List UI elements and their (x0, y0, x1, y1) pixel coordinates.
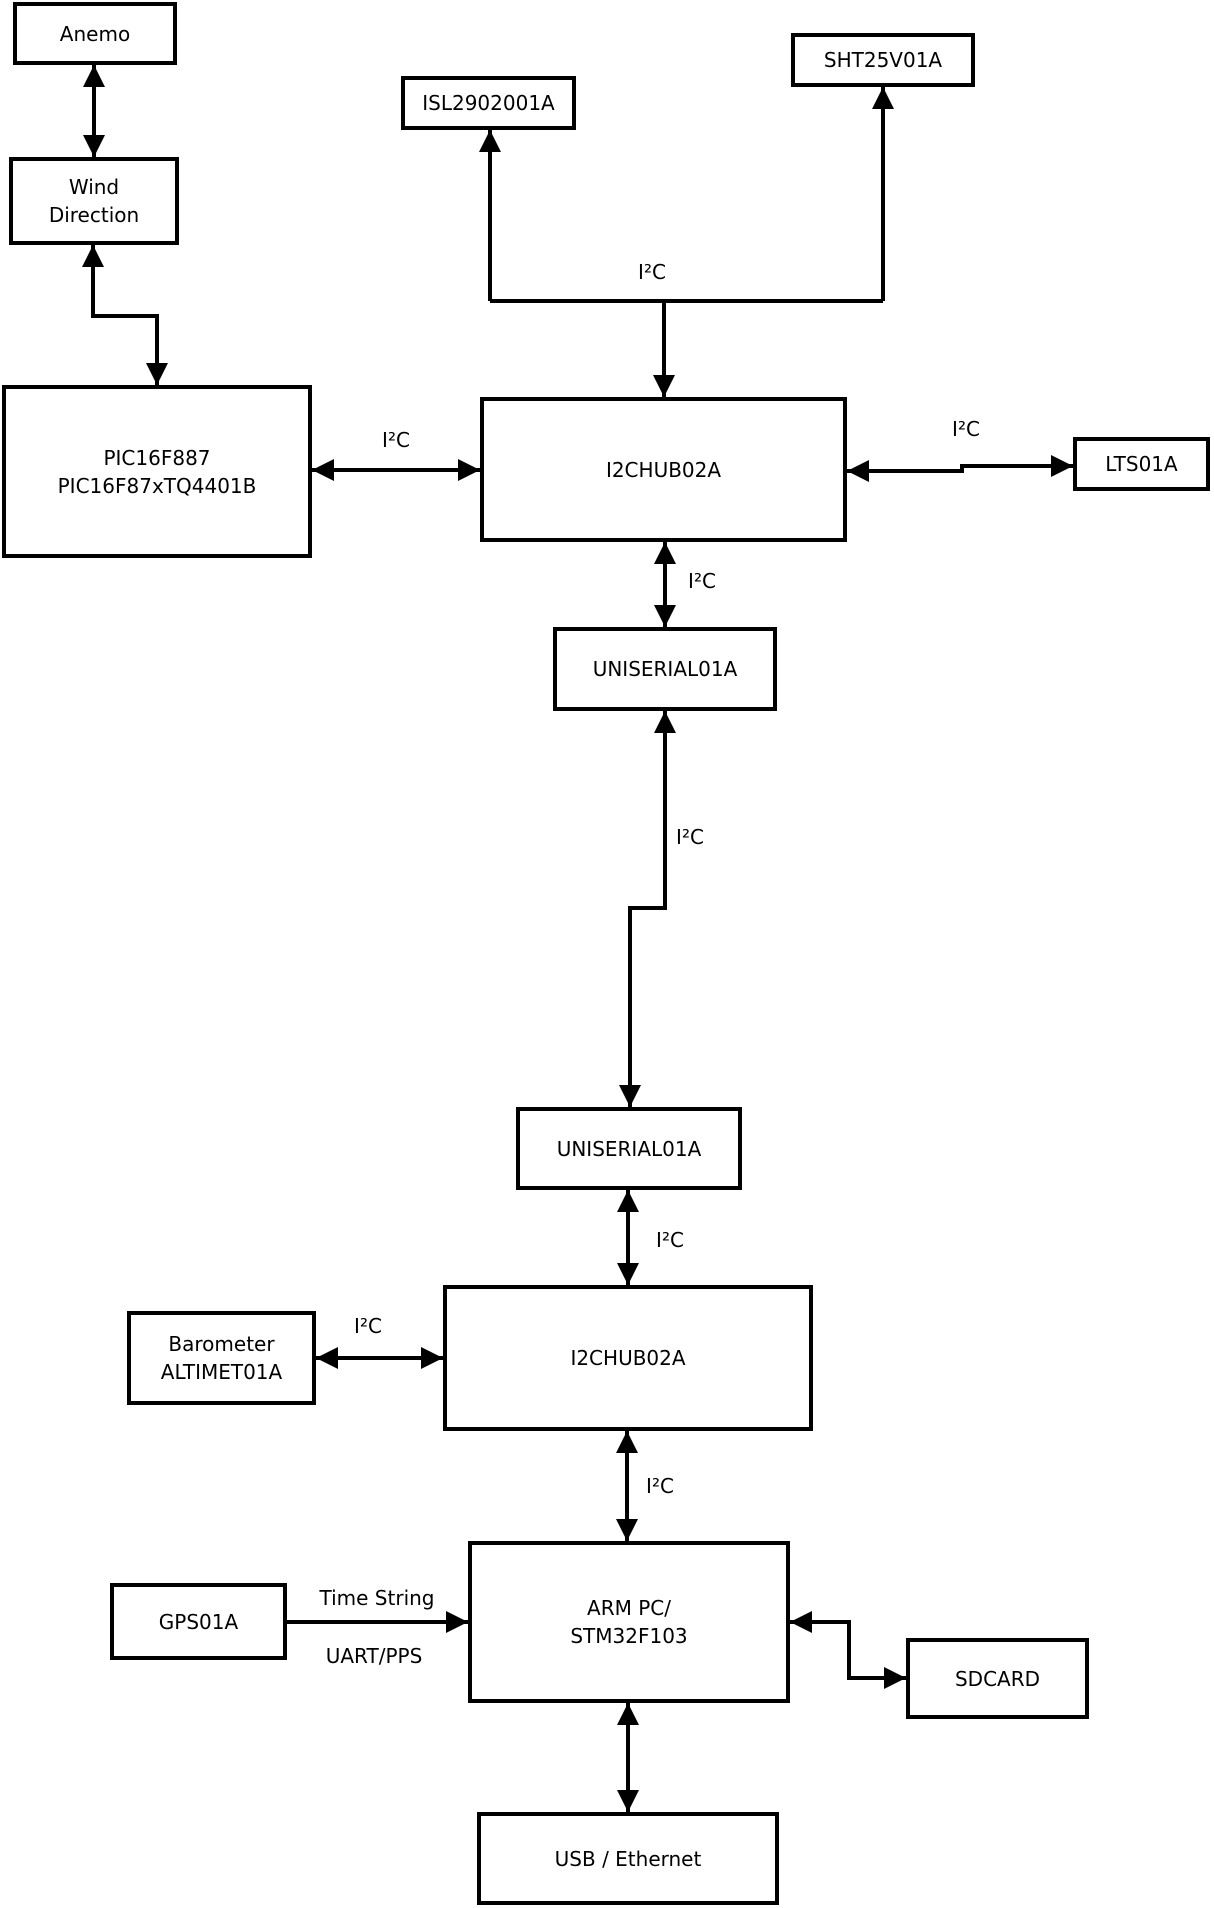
edge-wind-pic (82, 245, 168, 385)
node-wind-line2: Direction (48, 203, 140, 227)
node-lts-label: LTS01A (1105, 452, 1178, 476)
node-i2chub02a-lower: I2CHUB02A (443, 1285, 813, 1431)
edge-label-time-string: Time String (317, 1586, 437, 1610)
node-uniserial01a-lower: UNISERIAL01A (516, 1107, 742, 1190)
node-arm-pc-stm32f103: ARM PC/ STM32F103 (468, 1541, 790, 1703)
node-baro-line2: ALTIMET01A (160, 1360, 283, 1384)
edge-label-uart-pps: UART/PPS (323, 1644, 425, 1668)
edge-label-hub1-lts-i2c: I²C (950, 417, 982, 441)
node-isl2902001a: ISL2902001A (401, 76, 576, 130)
node-wind-line1: Wind (68, 175, 120, 199)
edge-arm-sdcard (790, 1611, 906, 1689)
node-sht25v01a: SHT25V01A (791, 33, 975, 87)
edge-label-hub1-uni1-i2c: I²C (686, 569, 718, 593)
node-gps-label: GPS01A (158, 1609, 239, 1634)
node-pic16f887: PIC16F887 PIC16F87xTQ4401B (2, 385, 312, 558)
edge-label-baro-hub2-i2c: I²C (352, 1314, 384, 1338)
node-anemo-label: Anemo (59, 21, 131, 46)
node-arm-line1: ARM PC/ (587, 1596, 671, 1620)
node-lts01a: LTS01A (1073, 437, 1210, 491)
node-anemo: Anemo (13, 2, 177, 65)
node-hub1-label: I2CHUB02A (605, 457, 722, 482)
node-sht-label: SHT25V01A (823, 48, 943, 72)
edge-hub1-lts (847, 455, 1073, 482)
node-pic-line1: PIC16F887 (103, 445, 211, 470)
node-wind-direction: Wind Direction (9, 157, 179, 245)
node-isl-label: ISL2902001A (422, 91, 555, 115)
node-uni2-label: UNISERIAL01A (556, 1136, 702, 1161)
node-uniserial01a-upper: UNISERIAL01A (553, 627, 777, 711)
edge-uni1-uni2 (619, 711, 676, 1107)
node-gps01a: GPS01A (110, 1583, 287, 1660)
node-sdcard-label: SDCARD (954, 1666, 1041, 1691)
node-pic-line2: PIC16F87xTQ4401B (57, 473, 257, 498)
node-sdcard: SDCARD (906, 1638, 1089, 1719)
node-uni1-label: UNISERIAL01A (592, 657, 738, 681)
edge-label-hub2-arm-i2c: I²C (644, 1474, 676, 1498)
node-arm-line2: STM32F103 (570, 1624, 688, 1648)
node-barometer-altimet01a: Barometer ALTIMET01A (127, 1311, 316, 1405)
edge-label-uni2-hub2-i2c: I²C (654, 1228, 686, 1252)
edge-label-bus-i2c: I²C (636, 260, 668, 284)
edge-label-uni1-uni2-i2c: I²C (674, 825, 706, 849)
node-usb-ethernet: USB / Ethernet (477, 1812, 779, 1905)
node-usb-label: USB / Ethernet (554, 1846, 702, 1871)
node-baro-line1: Barometer (168, 1332, 275, 1356)
node-hub2-label: I2CHUB02A (570, 1346, 686, 1370)
node-i2chub02a-upper: I2CHUB02A (480, 397, 847, 542)
edge-label-pic-hub1-i2c: I²C (380, 428, 412, 452)
